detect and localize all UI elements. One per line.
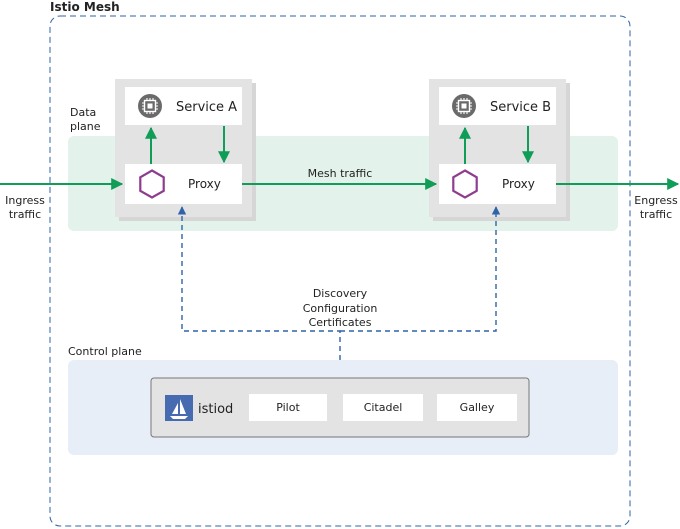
ingress-label-line2: traffic (9, 208, 41, 221)
mesh-boundary (49, 15, 631, 527)
proxy-b-label: Proxy (502, 177, 535, 191)
ingress-label-line1: Ingress (5, 194, 45, 207)
control-link-path (340, 209, 497, 332)
proxy-hexagon-icon (452, 169, 478, 199)
control-label-line3: Certificates (309, 316, 372, 329)
data-plane-label-line1: Data (70, 106, 96, 119)
istio-logo-icon (165, 395, 193, 421)
proxy-hexagon-icon (139, 169, 165, 199)
pilot-box (249, 394, 327, 421)
control-label-line2: Configuration (303, 302, 378, 315)
service-a-name: Service A (176, 100, 237, 115)
istiod-label: istiod (198, 402, 233, 417)
service-b-name: Service B (490, 100, 551, 115)
egress-label-line2: traffic (640, 208, 672, 221)
galley-label: Galley (460, 401, 495, 414)
egress-label-line1: Engress (634, 194, 678, 207)
pilot-label: Pilot (276, 401, 300, 414)
proxy-a-box (125, 164, 242, 204)
mesh-traffic-label: Mesh traffic (308, 167, 373, 180)
proxy-b-box (439, 164, 556, 204)
proxy-a-label: Proxy (188, 177, 221, 191)
control-label-line1: Discovery (313, 287, 368, 300)
istiod-box (150, 377, 530, 438)
control-link-path (181, 209, 341, 378)
mesh-title: Istio Mesh (50, 0, 120, 14)
chip-icon (138, 94, 162, 118)
chip-icon (452, 94, 476, 118)
control-plane-label: Control plane (68, 345, 142, 358)
data-plane-label-line2: plane (70, 120, 101, 133)
citadel-box (343, 394, 423, 421)
galley-box (437, 394, 517, 421)
citadel-label: Citadel (364, 401, 403, 414)
